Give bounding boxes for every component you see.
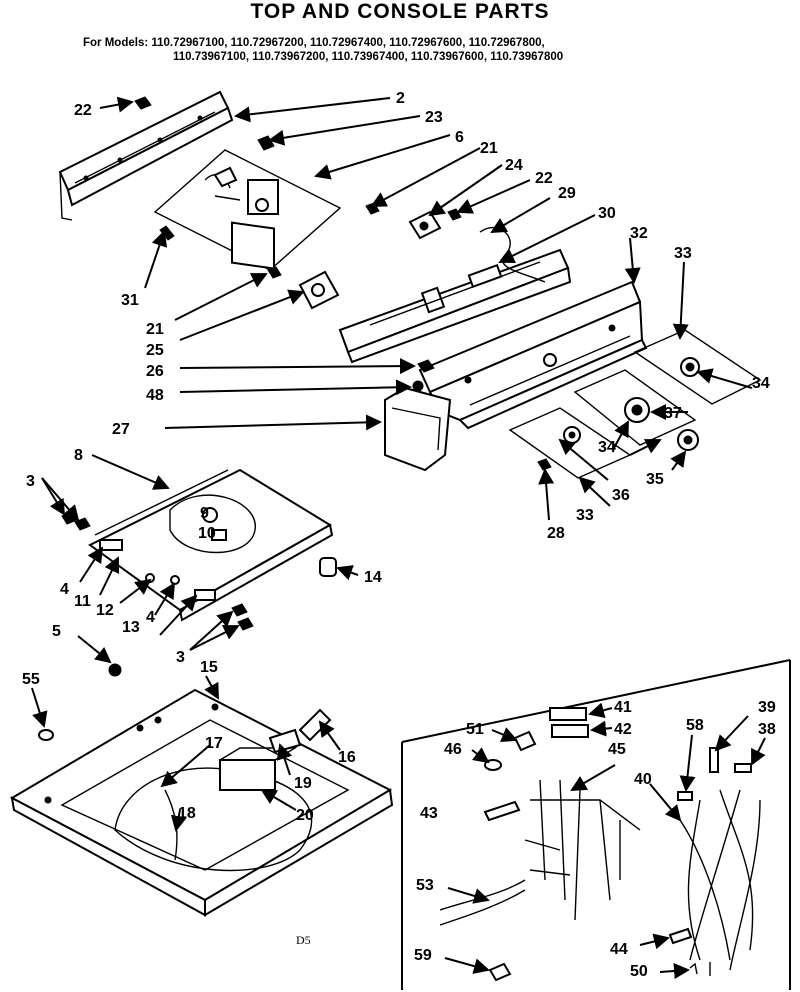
knob-box-33a — [633, 329, 762, 405]
label-37: 37 — [664, 405, 682, 422]
screw-22b — [447, 208, 462, 221]
part-2-rear-panel — [58, 90, 234, 221]
label-8: 8 — [74, 447, 83, 464]
label-4: 4 — [60, 581, 69, 598]
label-4: 4 — [146, 609, 155, 626]
label-34: 34 — [752, 375, 770, 392]
part-27-end-cap — [384, 386, 452, 472]
label-3: 3 — [176, 649, 185, 666]
label-23: 23 — [425, 109, 443, 126]
screw-22 — [134, 96, 152, 110]
callout-labels: 22 2 23 6 21 24 22 29 30 32 33 31 21 25 … — [22, 90, 776, 980]
models-line-2: 110.73967100, 110.73967200, 110.73967400… — [173, 51, 564, 63]
label-35: 35 — [646, 471, 664, 488]
connector-41-42 — [549, 707, 589, 738]
label-15: 15 — [200, 659, 218, 676]
label-19: 19 — [294, 775, 312, 792]
label-59: 59 — [414, 947, 432, 964]
label-38: 38 — [758, 721, 776, 738]
screw-28 — [537, 458, 552, 471]
leader-lines — [31, 96, 766, 979]
label-9: 9 — [200, 505, 209, 522]
connector-51 — [513, 730, 537, 752]
part-6-timer-assembly — [153, 149, 342, 271]
connector-43 — [483, 800, 521, 822]
label-12: 12 — [96, 602, 114, 619]
label-3: 3 — [26, 473, 35, 490]
label-24: 24 — [505, 157, 523, 174]
label-10: 10 — [198, 525, 216, 542]
part-15-top-frame — [9, 688, 394, 917]
clip-26 — [417, 359, 435, 373]
connector-50 — [689, 962, 711, 976]
label-46: 46 — [444, 741, 462, 758]
label-11: 11 — [74, 593, 91, 610]
label-41: 41 — [614, 699, 632, 716]
part-55-plug — [38, 729, 54, 741]
label-26: 26 — [146, 363, 164, 380]
footer-code: D5 — [296, 933, 311, 947]
knob-35 — [677, 429, 699, 451]
label-31: 31 — [121, 292, 139, 309]
diagram-title: TOP AND CONSOLE PARTS — [250, 0, 550, 23]
connector-58 — [677, 791, 693, 801]
label-20: 20 — [296, 807, 314, 824]
part-32-console-panel — [418, 280, 648, 430]
label-50: 50 — [630, 963, 648, 980]
label-32: 32 — [630, 225, 648, 242]
screw-5 — [108, 663, 122, 677]
label-13: 13 — [122, 619, 140, 636]
label-21: 21 — [146, 321, 164, 338]
label-17: 17 — [205, 735, 223, 752]
label-22: 22 — [74, 102, 92, 119]
label-44: 44 — [610, 941, 628, 958]
label-2: 2 — [396, 90, 405, 107]
part-30-console-bracket — [338, 226, 572, 364]
harness-53 — [439, 879, 526, 926]
model-list: For Models: 110.72967100, 110.72967200, … — [83, 36, 563, 64]
label-28: 28 — [547, 525, 565, 542]
connector-59 — [488, 962, 512, 982]
label-45: 45 — [608, 741, 626, 758]
models-line-1: 110.72967100, 110.72967200, 110.72967400… — [151, 37, 545, 49]
label-18: 18 — [178, 805, 196, 822]
part-14-bumper — [319, 557, 337, 577]
screw-23 — [257, 135, 275, 151]
label-14: 14 — [364, 569, 382, 586]
wiring-inset-box — [401, 659, 791, 990]
harness-40 — [679, 789, 761, 971]
part-25-switch — [267, 266, 340, 310]
label-48: 48 — [146, 387, 164, 404]
label-21: 21 — [480, 140, 498, 157]
nut-48 — [412, 380, 424, 392]
label-58: 58 — [686, 717, 704, 734]
label-36: 36 — [612, 487, 630, 504]
label-34: 34 — [598, 439, 616, 456]
label-6: 6 — [455, 129, 464, 146]
label-42: 42 — [614, 721, 632, 738]
part-24-switch-bracket — [408, 210, 442, 240]
label-55: 55 — [22, 671, 40, 688]
connector-38-39 — [709, 747, 752, 773]
label-51: 51 — [466, 721, 484, 738]
label-53: 53 — [416, 877, 434, 894]
connector-44 — [668, 927, 693, 945]
label-29: 29 — [558, 185, 576, 202]
harness-45 — [524, 779, 641, 921]
models-prefix: For Models: — [83, 37, 149, 49]
label-33: 33 — [674, 245, 692, 262]
label-22: 22 — [535, 170, 553, 187]
label-33: 33 — [576, 507, 594, 524]
label-25: 25 — [146, 342, 164, 359]
label-39: 39 — [758, 699, 776, 716]
label-43: 43 — [420, 805, 438, 822]
label-30: 30 — [598, 205, 616, 222]
label-40: 40 — [634, 771, 652, 788]
label-27: 27 — [112, 421, 130, 438]
label-5: 5 — [52, 623, 61, 640]
label-16: 16 — [338, 749, 356, 766]
